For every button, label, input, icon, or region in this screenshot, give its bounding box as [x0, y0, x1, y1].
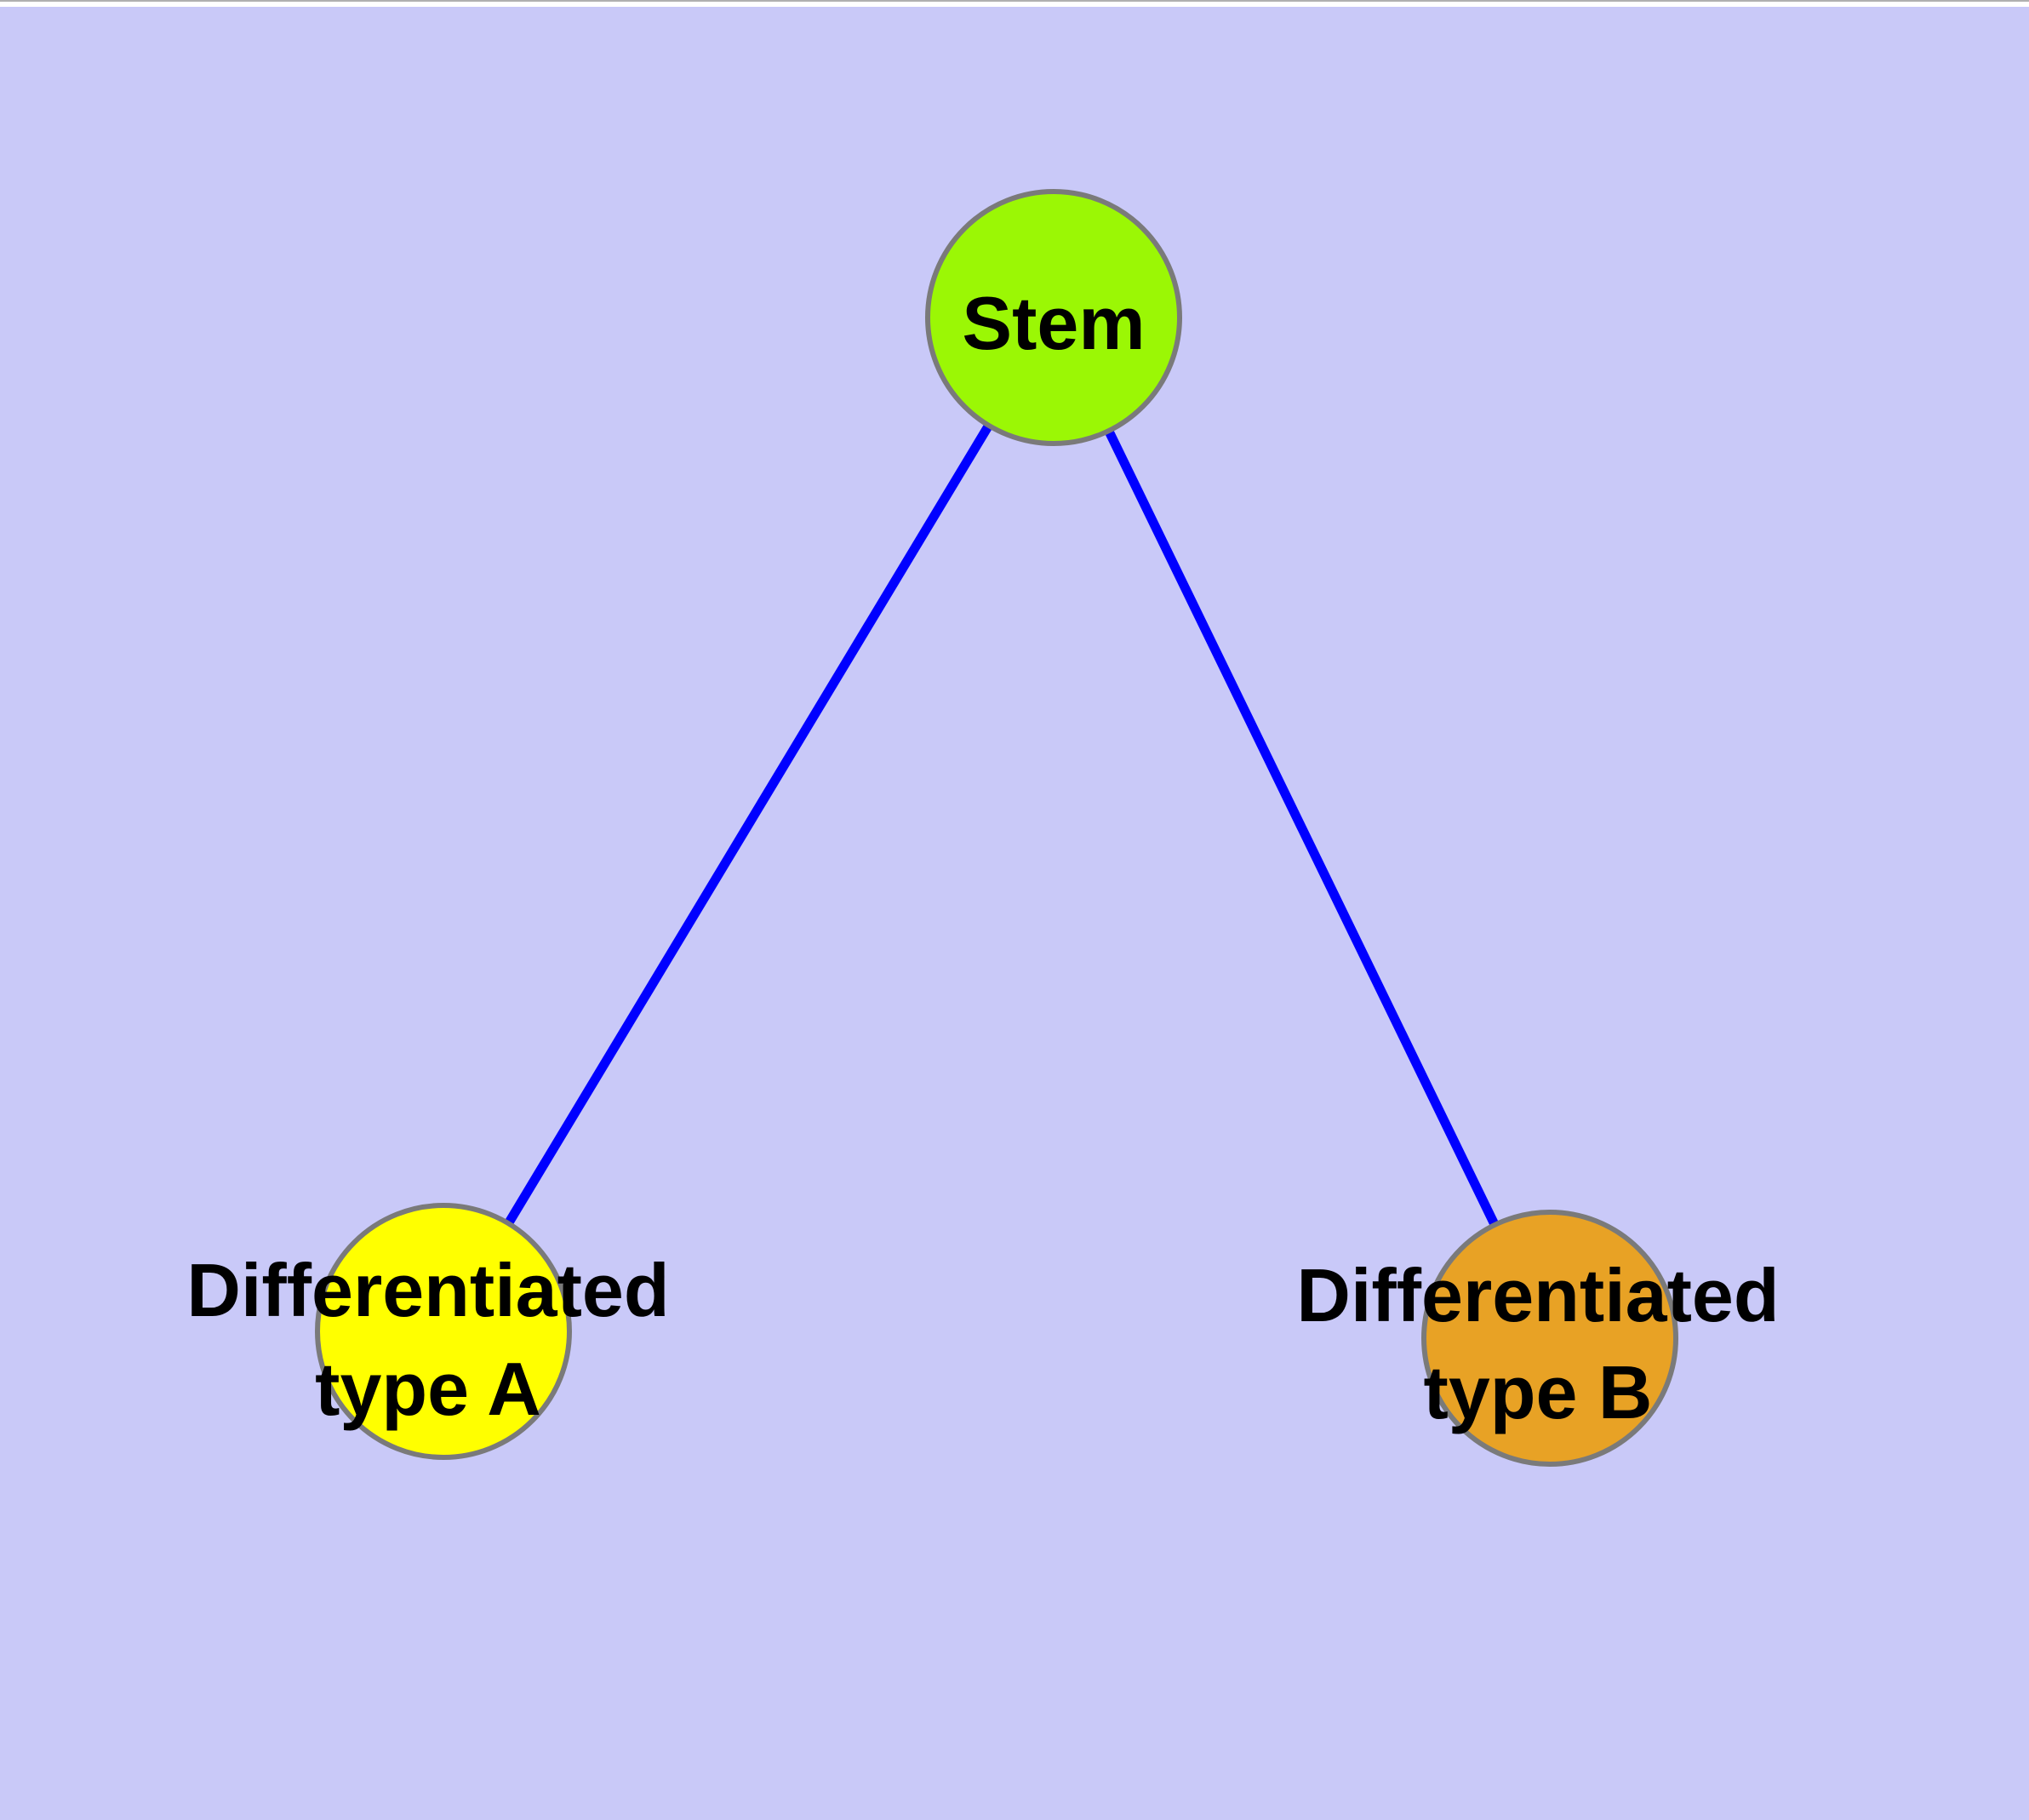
node-circle-type-b	[1421, 1210, 1678, 1467]
node-label-type-a-line1: Differentiated	[186, 1248, 669, 1332]
node-circle-type-a	[315, 1203, 572, 1460]
node-label-type-b-line2: type B	[1424, 1350, 1653, 1434]
node-label-type-b-line1: Differentiated	[1296, 1253, 1779, 1337]
edge-stem-to-type-a	[439, 315, 1058, 1334]
top-hairline	[0, 0, 2029, 2]
edge-stem-to-type-b	[1049, 315, 1554, 1341]
node-circle-stem	[925, 189, 1182, 446]
node-label-type-a-line2: type A	[315, 1347, 541, 1431]
node-label-stem: Stem	[962, 281, 1145, 365]
